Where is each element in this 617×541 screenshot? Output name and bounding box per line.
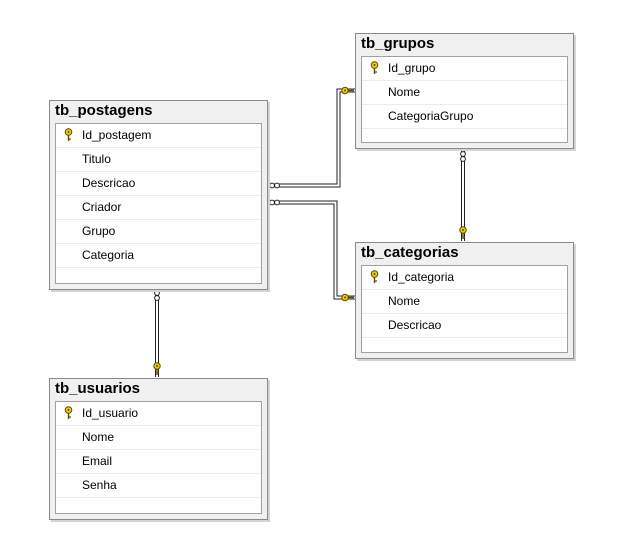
column-row[interactable]: Email bbox=[56, 450, 261, 474]
key-icon bbox=[153, 362, 161, 376]
column-name: Descricao bbox=[388, 318, 442, 332]
column-name: Descricao bbox=[82, 176, 136, 190]
column-name: Nome bbox=[388, 85, 421, 99]
key-icon bbox=[341, 293, 355, 302]
column-row[interactable]: Descricao bbox=[56, 172, 261, 196]
column-name: Id_categoria bbox=[388, 270, 455, 284]
column-name: Criador bbox=[82, 200, 122, 214]
column-name: Email bbox=[82, 454, 113, 468]
infinity-icon bbox=[269, 199, 280, 206]
column-row[interactable]: Id_usuario bbox=[56, 402, 261, 426]
relationship-postagens-grupos[interactable] bbox=[268, 86, 355, 189]
key-icon bbox=[459, 226, 467, 240]
column-row[interactable]: Categoria bbox=[56, 244, 261, 268]
column-row[interactable]: Id_postagem bbox=[56, 124, 261, 148]
column-row[interactable]: Id_grupo bbox=[362, 57, 567, 81]
column-row[interactable]: Titulo bbox=[56, 148, 261, 172]
key-icon bbox=[370, 270, 379, 283]
column-name: Categoria bbox=[82, 248, 135, 262]
infinity-icon bbox=[269, 182, 280, 189]
column-row[interactable]: Nome bbox=[362, 290, 567, 314]
column-name: Grupo bbox=[82, 224, 116, 238]
table-title[interactable]: tb_usuarios bbox=[55, 380, 141, 397]
column-row[interactable]: Nome bbox=[362, 81, 567, 105]
table-title[interactable]: tb_grupos bbox=[361, 35, 435, 52]
column-row[interactable]: CategoriaGrupo bbox=[362, 105, 567, 129]
column-name: Id_grupo bbox=[388, 61, 436, 75]
infinity-icon bbox=[154, 290, 160, 301]
column-row[interactable]: Descricao bbox=[362, 314, 567, 338]
relationship-postagens-usuarios[interactable] bbox=[153, 289, 161, 377]
column-name: Senha bbox=[82, 478, 117, 492]
column-name: Nome bbox=[388, 294, 421, 308]
column-row[interactable]: Criador bbox=[56, 196, 261, 220]
column-name: Id_usuario bbox=[82, 406, 139, 420]
table-title[interactable]: tb_postagens bbox=[55, 102, 153, 119]
relationship-postagens-categorias[interactable] bbox=[268, 199, 355, 302]
column-name: Titulo bbox=[82, 152, 111, 166]
key-icon bbox=[370, 61, 379, 74]
column-name: CategoriaGrupo bbox=[388, 109, 474, 123]
table-title[interactable]: tb_categorias bbox=[361, 244, 459, 261]
column-name: Nome bbox=[82, 430, 115, 444]
key-icon bbox=[64, 128, 73, 141]
relationship-grupos-categorias[interactable] bbox=[459, 150, 467, 241]
column-name: Id_postagem bbox=[82, 128, 152, 142]
column-row[interactable]: Id_categoria bbox=[362, 266, 567, 290]
column-row[interactable]: Senha bbox=[56, 474, 261, 498]
key-icon bbox=[341, 86, 355, 95]
column-row[interactable]: Grupo bbox=[56, 220, 261, 244]
key-icon bbox=[64, 406, 73, 419]
infinity-icon bbox=[460, 151, 466, 162]
column-row[interactable]: Nome bbox=[56, 426, 261, 450]
